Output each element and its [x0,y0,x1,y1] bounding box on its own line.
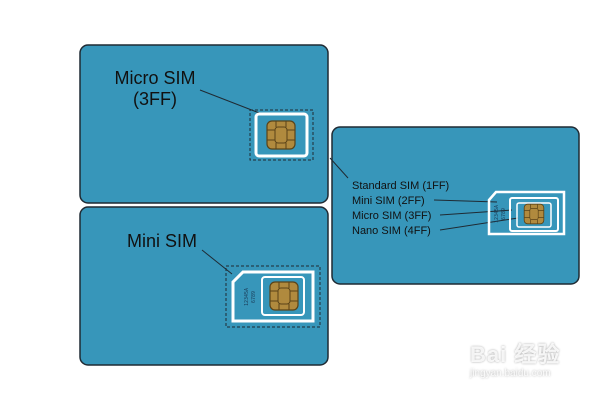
micro-sim-outline [249,109,314,161]
label-micro-sim: Micro SIM (3FF) [352,210,431,222]
watermark-url: jingyan.baidu.com [470,368,551,379]
svg-text:12345A: 12345A [244,288,250,306]
baidu-watermark: Bai 经验 jingyan.baidu.com [470,344,560,379]
leader-mini-sim [433,199,498,203]
mini-sim-cutout [231,270,315,323]
card-standard-sim: Standard SIM (1FF) Mini SIM (2FF) Micro … [329,126,580,285]
svg-text:6789: 6789 [251,291,257,303]
label-nano-sim: Nano SIM (4FF) [352,225,431,237]
standard-sim-leader-line [329,157,349,179]
label-standard-sim: Standard SIM (1FF) [352,180,449,192]
mini-sim-leader-line [201,249,233,275]
watermark-brand: Bai 经验 [470,342,561,367]
micro-sim-subtitle: (3FF) [133,89,177,109]
svg-text:6789: 6789 [501,208,507,220]
mini-sim-chip [269,281,299,311]
card-mini-sim: Mini SIM 12345A 6789 [79,206,329,366]
micro-sim-chip [266,120,296,150]
mini-sim-size-cutout [487,190,566,236]
card-micro-sim: Micro SIM (3FF) [79,44,329,204]
leader-micro-sim [439,209,513,216]
svg-text:12345A: 12345A [494,205,500,223]
nano-sim-size-cutout [516,202,552,228]
mini-sim-title: Mini SIM [127,231,197,251]
micro-sim-title: Micro SIM [115,68,196,88]
mini-sim-outline [225,265,321,328]
leader-nano-sim [439,217,519,231]
micro-sim-size-cutout [509,197,559,232]
standard-sim-chip [523,203,545,225]
label-mini-sim: Mini SIM (2FF) [352,195,425,207]
mini-sim-serial: 12345A 6789 [244,288,257,306]
micro-sim-cutout [254,112,309,158]
mini-sim-inner-cutout [261,276,305,316]
standard-sim-serial: 12345A 6789 [494,205,507,223]
